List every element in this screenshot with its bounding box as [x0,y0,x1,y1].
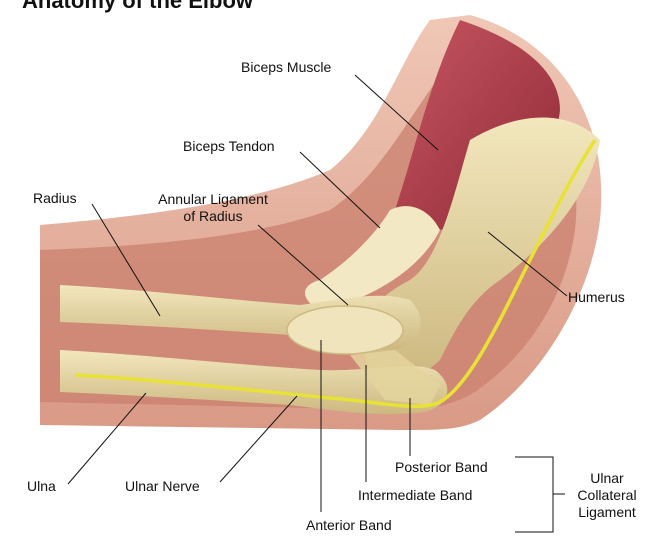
annular-ligament [287,306,403,354]
label-intermediate-band: Intermediate Band [358,487,472,504]
label-annular-ligament: Annular Ligament of Radius [147,191,279,225]
label-annular-ligament-line2: of Radius [147,208,279,225]
label-ulnar-nerve: Ulnar Nerve [125,478,200,495]
label-biceps-muscle: Biceps Muscle [241,59,331,76]
label-annular-ligament-line1: Annular Ligament [147,191,279,208]
label-ucl-line3: Ligament [566,504,648,521]
ucl-bracket [515,457,553,532]
label-biceps-tendon: Biceps Tendon [183,138,275,155]
label-humerus: Humerus [568,289,625,306]
label-posterior-band: Posterior Band [395,459,488,476]
label-ulnar-collateral-ligament: Ulnar Collateral Ligament [566,470,648,521]
label-ucl-line2: Collateral [566,487,648,504]
label-ulna: Ulna [27,478,56,495]
label-radius: Radius [33,190,77,207]
label-anterior-band: Anterior Band [306,517,392,534]
page-title: Anatomy of the Elbow [22,0,253,14]
label-ucl-line1: Ulnar [566,470,648,487]
